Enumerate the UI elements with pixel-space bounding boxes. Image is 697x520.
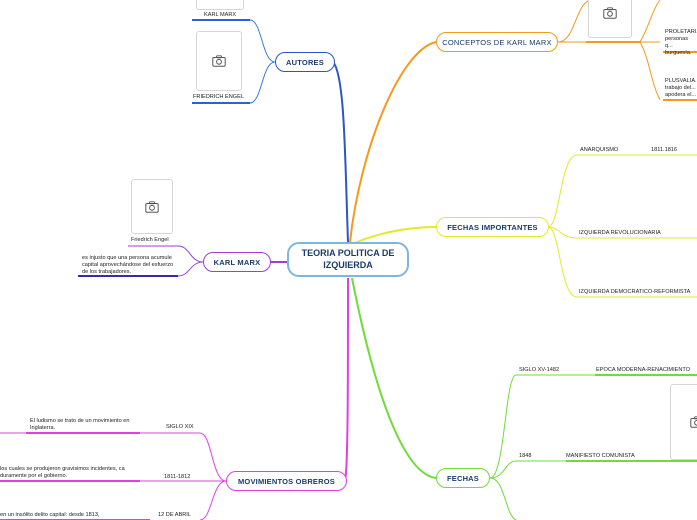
movimientos-detail-ludismo[interactable]: El ludismo se trato de un movimiento en …: [30, 418, 140, 432]
fechas-imp-anarquismo-date[interactable]: 1811.1816: [651, 147, 677, 154]
fechas-detail-renacimiento[interactable]: EPOCA MODERNA-RENACIMIENTO: [596, 367, 690, 374]
branch-movimientos-label: MOVIMIENTOS OBREROS: [238, 477, 335, 486]
photo-placeholder-friedrich: [196, 31, 242, 91]
branch-conceptos-label: CONCEPTOS DE KARL MARX: [442, 38, 551, 47]
photo-placeholder-karl-marx: [196, 0, 244, 10]
connector-autores-karl-marx: [250, 20, 275, 62]
karl-marx-child-quote[interactable]: es injusto que una persona acumule capit…: [82, 255, 178, 276]
movimientos-child-siglo-xix[interactable]: SIGLO XIX: [166, 424, 194, 431]
root-node[interactable]: TEORIA POLITICA DE IZQUIERDA: [287, 242, 409, 277]
conceptos-child-proletariado[interactable]: PROLETARI... personas q... burguesía.: [665, 29, 697, 57]
connector-root-conceptos: [350, 42, 436, 242]
camera-icon: [212, 55, 226, 67]
camera-icon: [145, 201, 159, 213]
fechas-imp-anarquismo[interactable]: ANARQUISMO: [580, 147, 618, 154]
connector-autores-friedrich: [250, 62, 275, 103]
branch-karl-marx[interactable]: KARL MARX: [203, 252, 271, 272]
branch-fechas-label: FECHAS: [447, 474, 479, 483]
branch-autores-label: AUTORES: [286, 58, 324, 67]
branch-movimientos-obreros[interactable]: MOVIMIENTOS OBREROS: [226, 471, 347, 491]
movimientos-child-1811-1812[interactable]: 1811-1812: [164, 474, 190, 481]
branch-fechas[interactable]: FECHAS: [436, 468, 490, 488]
connector-root-fechas: [352, 278, 436, 478]
movimientos-child-12-abril[interactable]: 12 DE ABRIL: [158, 512, 191, 519]
fechas-imp-democratico[interactable]: IZQUIERDA DEMOCRATICO-REFORMISTA: [579, 289, 690, 296]
karl-marx-child-friedrich-engel[interactable]: Friedrich Engel: [131, 237, 169, 244]
branch-karl-marx-label: KARL MARX: [214, 258, 261, 267]
fechas-detail-manifiesto[interactable]: MANIFIESTO COMUNISTA: [566, 453, 635, 460]
connector-conceptos-children: [558, 0, 590, 42]
branch-autores[interactable]: AUTORES: [275, 52, 335, 72]
camera-icon: [690, 416, 697, 428]
fechas-child-siglo-xv[interactable]: SIGLO XV-1482: [519, 367, 559, 374]
conceptos-child-plusvalia[interactable]: PLUSVALIA... trabajo del... apodera el..…: [665, 78, 697, 99]
camera-icon: [603, 7, 617, 19]
fechas-child-1848[interactable]: 1848: [519, 453, 531, 460]
autores-child-karl-marx[interactable]: KARL MARX: [204, 12, 236, 19]
branch-fechas-importantes[interactable]: FECHAS IMPORTANTES: [436, 217, 549, 237]
movimientos-detail-incidentes[interactable]: los cuales se produjeron gravisimos inci…: [0, 466, 136, 480]
photo-placeholder-conceptos: [588, 0, 632, 38]
photo-placeholder-fechas: [670, 384, 697, 460]
photo-placeholder-friedrich-engel: [131, 179, 173, 234]
autores-child-friedrich[interactable]: FRIEDRICH ENGEL: [193, 94, 244, 101]
branch-conceptos[interactable]: CONCEPTOS DE KARL MARX: [436, 32, 558, 52]
connector-root-movimientos: [345, 278, 348, 480]
branch-fechas-importantes-label: FECHAS IMPORTANTES: [447, 223, 538, 232]
movimientos-detail-delito[interactable]: en un insólito delito capital: desde 181…: [0, 512, 100, 519]
root-title: TEORIA POLITICA DE IZQUIERDA: [295, 248, 401, 271]
fechas-imp-revolucionaria[interactable]: IZQUIERDA REVOLUCIONARIA: [579, 230, 661, 237]
connector-root-autores: [333, 62, 348, 242]
